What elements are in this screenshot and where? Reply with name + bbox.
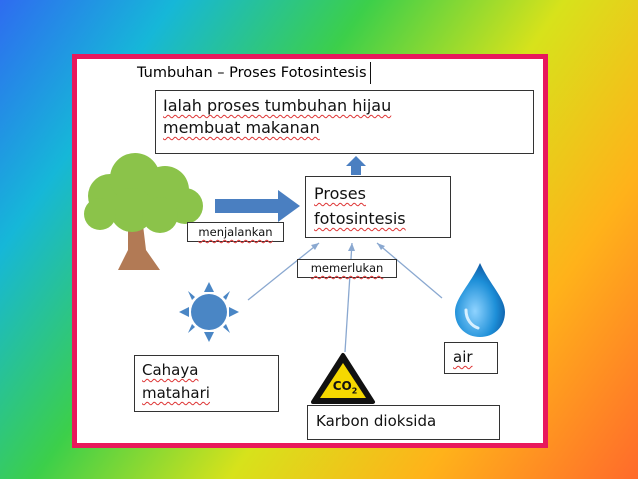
requires-label-text: memerlukan	[310, 261, 384, 275]
carbon-dioxide-text: Karbon dioksida	[316, 412, 437, 430]
process-line-1: Proses	[314, 184, 366, 203]
diagram-title: Tumbuhan – Proses Fotosintesis	[137, 62, 371, 84]
co2-symbol: CO2	[330, 379, 360, 395]
definition-line-1: Ialah proses tumbuhan hijau	[163, 96, 392, 115]
requires-label: memerlukan	[297, 259, 397, 278]
water-text: air	[453, 348, 473, 366]
action-label: menjalankan	[187, 222, 284, 242]
definition-box: Ialah proses tumbuhan hijau membuat maka…	[155, 90, 534, 154]
co2-subscript: 2	[351, 386, 358, 396]
sunlight-line-2: matahari	[142, 384, 210, 402]
title-text: Tumbuhan – Proses Fotosintesis	[137, 65, 367, 81]
water-box: air	[444, 342, 498, 374]
action-label-text: menjalankan	[198, 225, 273, 239]
sunlight-line-1: Cahaya	[142, 361, 199, 379]
co2-symbol-text: CO	[332, 379, 352, 393]
up-arrow-icon	[346, 156, 366, 175]
definition-line-2: membuat makanan	[163, 118, 320, 137]
process-line-2: fotosintesis	[314, 209, 406, 228]
sunlight-box: Cahaya matahari	[134, 355, 279, 412]
carbon-dioxide-box: Karbon dioksida	[307, 405, 500, 440]
process-box: Proses fotosintesis	[305, 176, 451, 238]
right-arrow-icon	[215, 190, 300, 222]
